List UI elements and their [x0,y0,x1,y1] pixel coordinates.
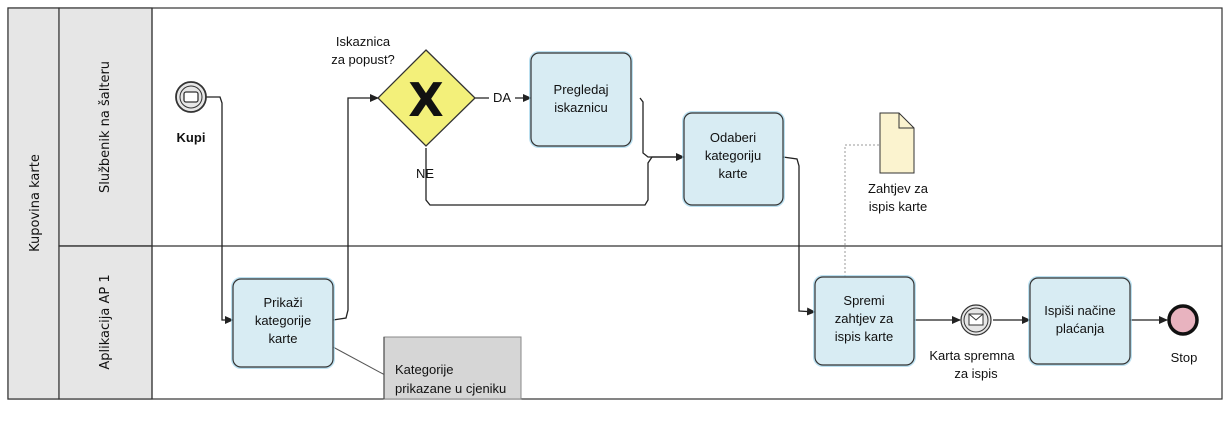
exclusive-gateway[interactable]: X [377,49,476,147]
association-data-object [844,144,880,277]
task-odaberi-line-3: karte [719,166,748,181]
data-object-label-line-2: ispis karte [869,199,928,214]
task-odaberi-line-1: Odaberi [710,130,756,145]
task-spremi-line-1: Spremi [843,293,884,308]
lane-header-top [58,7,153,247]
task-spremi-line-3: ispis karte [835,329,894,344]
start-trigger-icon [183,91,199,103]
text-annotation[interactable]: Kategorije prikazane u cjeniku [383,336,522,400]
task-prikazi-line-2: kategorije [255,313,311,328]
sequence-flows [206,94,1168,324]
task-odaberi-kategoriju[interactable]: Odaberi kategoriju karte [682,111,785,207]
task-pregledaj-iskaznicu[interactable]: Pregledaj iskaznicu [529,51,633,148]
gateway-yes-label: DA [493,90,511,105]
gateway-x-icon: X [408,73,443,127]
data-object[interactable] [879,112,915,174]
task-ispisi-line-2: plaćanja [1056,321,1105,336]
lane-label-top: Službenik na šalteru [98,61,113,193]
flow-prikazi-to-gateway [332,94,379,321]
pool-label: Kupovina karte [28,154,43,252]
annotation-line-2: prikazane u cjeniku [395,381,506,396]
task-spremi-line-2: zahtjev za [835,311,894,326]
task-spremi-zahtjev[interactable]: Spremi zahtjev za ispis karte [813,275,916,367]
task-pregledaj-line-2: iskaznicu [554,100,607,115]
flow-odaberi-to-spremi [782,156,816,316]
gateway-question-line-1: Iskaznica [336,34,391,49]
flow-start-to-prikazi [206,96,234,324]
task-prikazi-line-3: karte [269,331,298,346]
end-event[interactable] [1167,304,1199,336]
start-event[interactable] [175,81,207,113]
task-ispisi-nacine-placanja[interactable]: Ispiši načine plaćanja [1028,276,1132,366]
end-event-label: Stop [1171,350,1198,365]
intermediate-label-line-2: za ispis [954,366,998,381]
task-prikazi-line-1: Prikaži [263,295,302,310]
task-ispisi-line-1: Ispiši načine [1044,303,1116,318]
intermediate-label-line-1: Karta spremna [929,348,1015,363]
lane-header-bottom [58,245,153,400]
flow-gateway-no [425,148,684,206]
flow-pregledaj-to-odaberi [639,97,685,161]
annotation-line-1: Kategorije [395,362,454,377]
gateway-no-label: NE [416,166,434,181]
association-annotation [332,346,386,376]
task-prikazi-kategorije[interactable]: Prikaži kategorije karte [231,277,335,369]
task-pregledaj-line-1: Pregledaj [554,82,609,97]
envelope-icon [968,313,984,326]
intermediate-message-event[interactable] [960,304,992,336]
lane-label-bottom: Aplikacija AP 1 [98,274,113,369]
task-odaberi-line-2: kategoriju [705,148,761,163]
gateway-question-line-2: za popust? [331,52,395,67]
data-object-label-line-1: Zahtjev za [868,181,929,196]
start-event-label: Kupi [177,130,206,145]
pool-header [7,7,60,400]
